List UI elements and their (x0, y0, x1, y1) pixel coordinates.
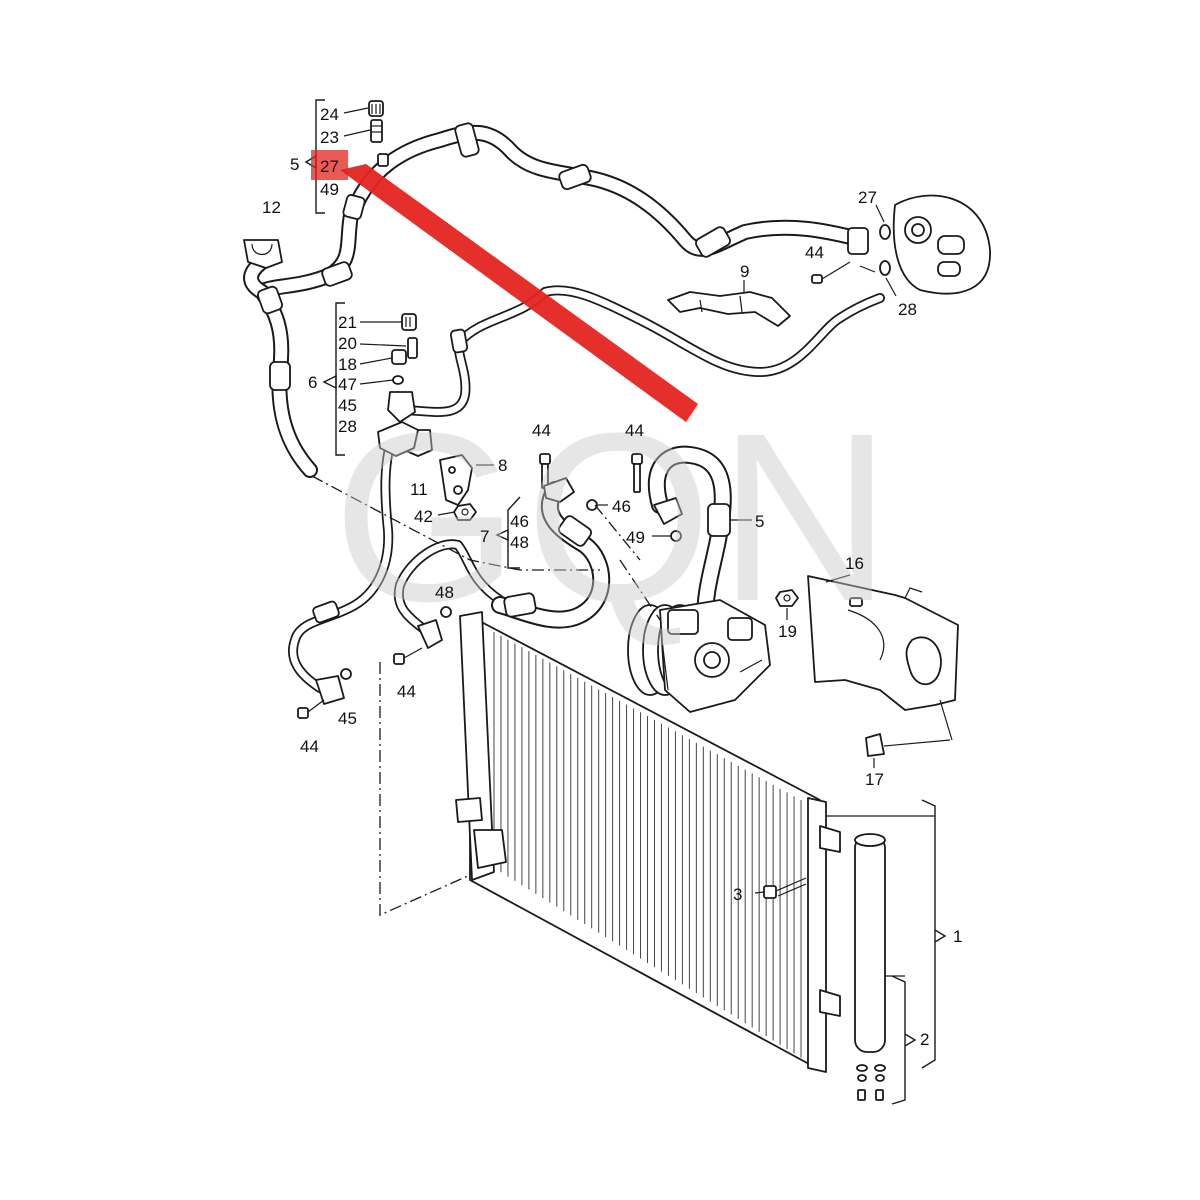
label-5-mid: 5 (755, 512, 764, 531)
bolt-44-lower-a (393, 647, 423, 665)
condenser-1 (455, 611, 841, 1073)
heat-shield-16 (807, 575, 959, 741)
flange-49 (653, 497, 683, 542)
o-rings-right (879, 224, 891, 276)
label-18: 18 (338, 355, 357, 374)
flange-48-lower (417, 606, 452, 649)
label-44-lower-b: 44 (300, 737, 319, 756)
label-3: 3 (733, 885, 742, 904)
label-46-mid: 46 (612, 497, 631, 516)
label-44-mid-a: 44 (532, 421, 551, 440)
label-49-top: 49 (320, 180, 339, 199)
flange-45-lower (315, 668, 352, 705)
label-21: 21 (338, 313, 357, 332)
receiver-drier-2 (854, 833, 886, 1101)
label-8: 8 (498, 456, 507, 475)
service-valve-stack-top (368, 100, 389, 167)
assembly-centerlines (311, 475, 661, 917)
bolt-44-lower-b (297, 699, 325, 719)
label-9: 9 (740, 262, 749, 281)
bolt-44-mid-a (539, 453, 551, 489)
nut-19 (775, 589, 799, 607)
bracket-8 (439, 454, 473, 506)
label-2: 2 (920, 1030, 929, 1049)
label-27-highlight: 27 (320, 157, 339, 176)
label-5-top: 5 (290, 155, 299, 174)
label-48-group: 48 (510, 533, 529, 552)
label-45-lower: 45 (338, 709, 357, 728)
label-28-group: 28 (338, 417, 357, 436)
hose-holder-9 (667, 291, 791, 327)
hose-lines (243, 124, 885, 693)
label-44-mid-b: 44 (625, 421, 644, 440)
label-47: 47 (338, 375, 357, 394)
flange-46 (543, 477, 598, 511)
label-28-right: 28 (898, 300, 917, 319)
label-1: 1 (953, 927, 962, 946)
label-17: 17 (865, 770, 884, 789)
label-48-lower: 48 (435, 583, 454, 602)
highlight-marker (311, 150, 698, 422)
part-labels: 24 23 5 27 49 12 27 44 9 28 21 20 18 6 4… (262, 105, 962, 1049)
label-20: 20 (338, 334, 357, 353)
label-44-right: 44 (805, 243, 824, 262)
label-27-right: 27 (858, 188, 877, 207)
ac-compressor (627, 599, 771, 713)
fitting-group-6-block (377, 421, 419, 457)
clip-bracket-12 (243, 239, 283, 269)
label-49-mid: 49 (626, 528, 645, 547)
bolt-44-mid-b (631, 453, 643, 493)
hose-ferrules (257, 122, 731, 624)
flange-fitting-right (847, 194, 991, 295)
label-23: 23 (320, 128, 339, 147)
label-24: 24 (320, 105, 339, 124)
label-42: 42 (414, 507, 433, 526)
clip-17 (865, 733, 951, 757)
bolt-44-top-right (811, 261, 851, 284)
label-7: 7 (480, 527, 489, 546)
service-valve-stack-group-6 (387, 313, 418, 423)
label-46-group: 46 (510, 512, 529, 531)
label-45-group: 45 (338, 396, 357, 415)
label-44-lower-a: 44 (397, 682, 416, 701)
bolt-3 (763, 877, 807, 899)
label-12: 12 (262, 198, 281, 217)
label-6: 6 (308, 373, 317, 392)
label-19: 19 (778, 622, 797, 641)
label-11: 11 (410, 480, 428, 499)
watermark-text: GQN (333, 383, 898, 651)
label-16: 16 (845, 554, 864, 573)
